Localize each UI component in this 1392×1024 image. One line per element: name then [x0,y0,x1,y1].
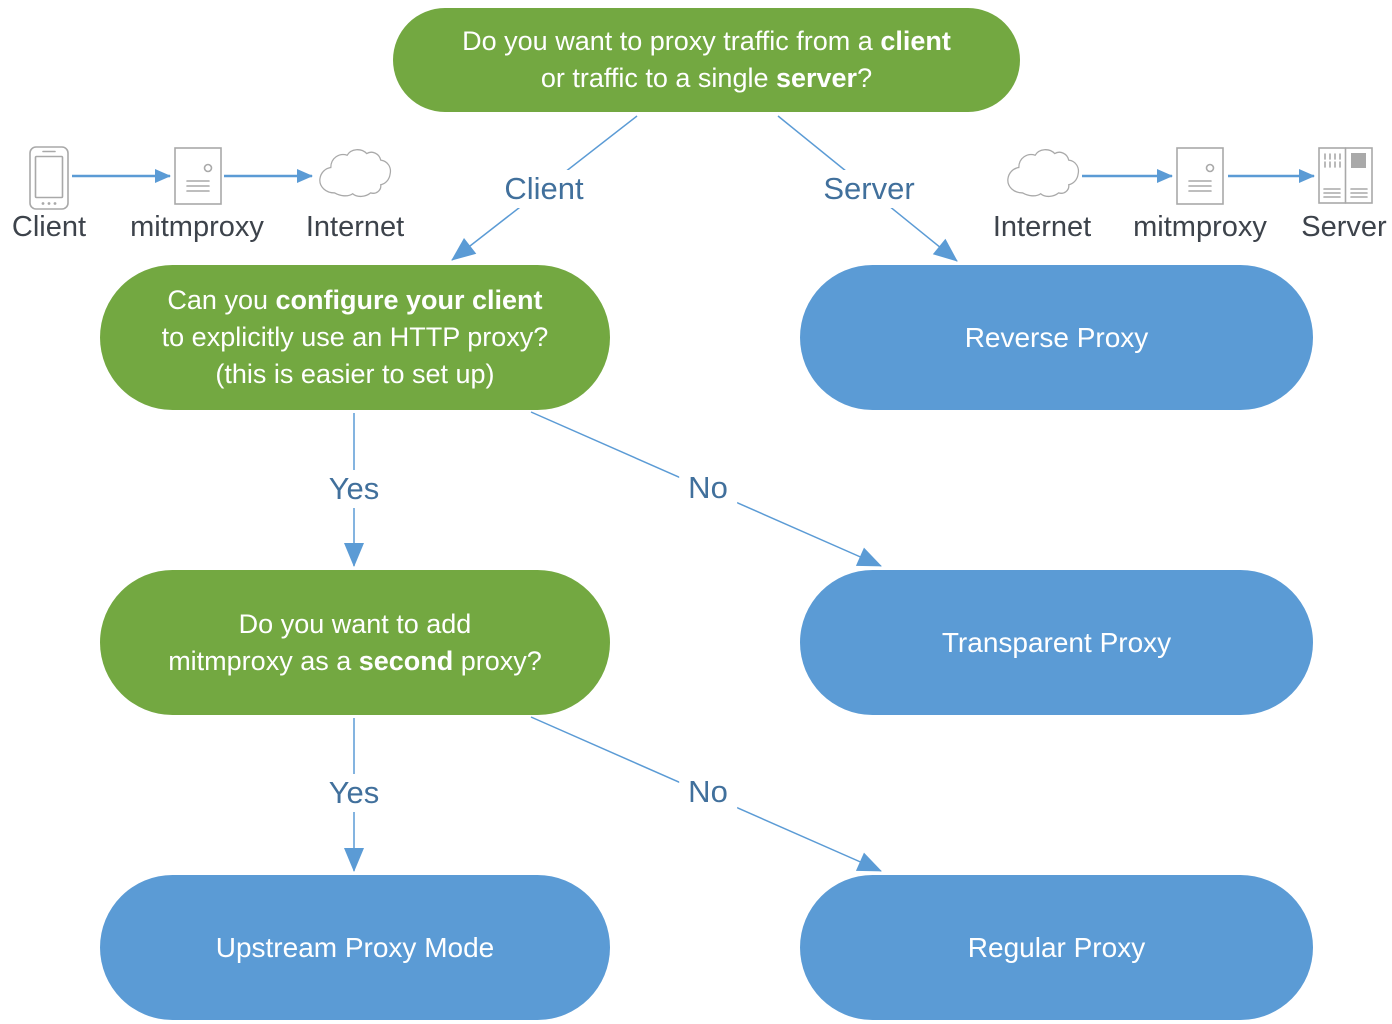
edge-label-client: Client [495,170,593,208]
caption-mitmproxy-left: mitmproxy [130,211,264,243]
node-root-question-text: Do you want to proxy traffic from a clie… [462,26,951,93]
flow-left [29,146,392,210]
cloud-icon [319,149,392,198]
edge-label-no-1: No [679,469,737,507]
caption-internet-right: Internet [992,211,1092,243]
edge-label-server: Server [814,170,924,208]
node-transparent-proxy: Transparent Proxy [800,570,1313,715]
node-reverse-proxy: Reverse Proxy [800,265,1313,410]
edge-label-no-2: No [679,773,737,811]
caption-server-right: Server [1301,211,1387,243]
cloud-icon [1007,149,1080,198]
node-root-question: Do you want to proxy traffic from a clie… [393,8,1020,112]
node-upstream-proxy-mode: Upstream Proxy Mode [100,875,610,1020]
flow-right [1007,147,1373,205]
tree-edges [344,115,958,872]
edge-label-yes-2: Yes [319,774,389,812]
node-transparent-proxy-label: Transparent Proxy [941,626,1172,658]
proxy-server-icon [1176,147,1224,205]
node-regular-proxy: Regular Proxy [800,875,1313,1020]
smartphone-icon [29,146,69,210]
caption-internet-left: Internet [305,211,405,243]
caption-mitmproxy-right: mitmproxy [1133,211,1267,243]
node-regular-proxy-label: Regular Proxy [967,931,1146,963]
server-rack-icon [1318,147,1373,204]
edge-label-yes-1: Yes [319,470,389,508]
caption-client-left: Client [11,211,87,243]
node-reverse-proxy-label: Reverse Proxy [964,321,1149,353]
proxy-server-icon [174,147,222,205]
node-upstream-proxy-mode-label: Upstream Proxy Mode [215,931,495,963]
